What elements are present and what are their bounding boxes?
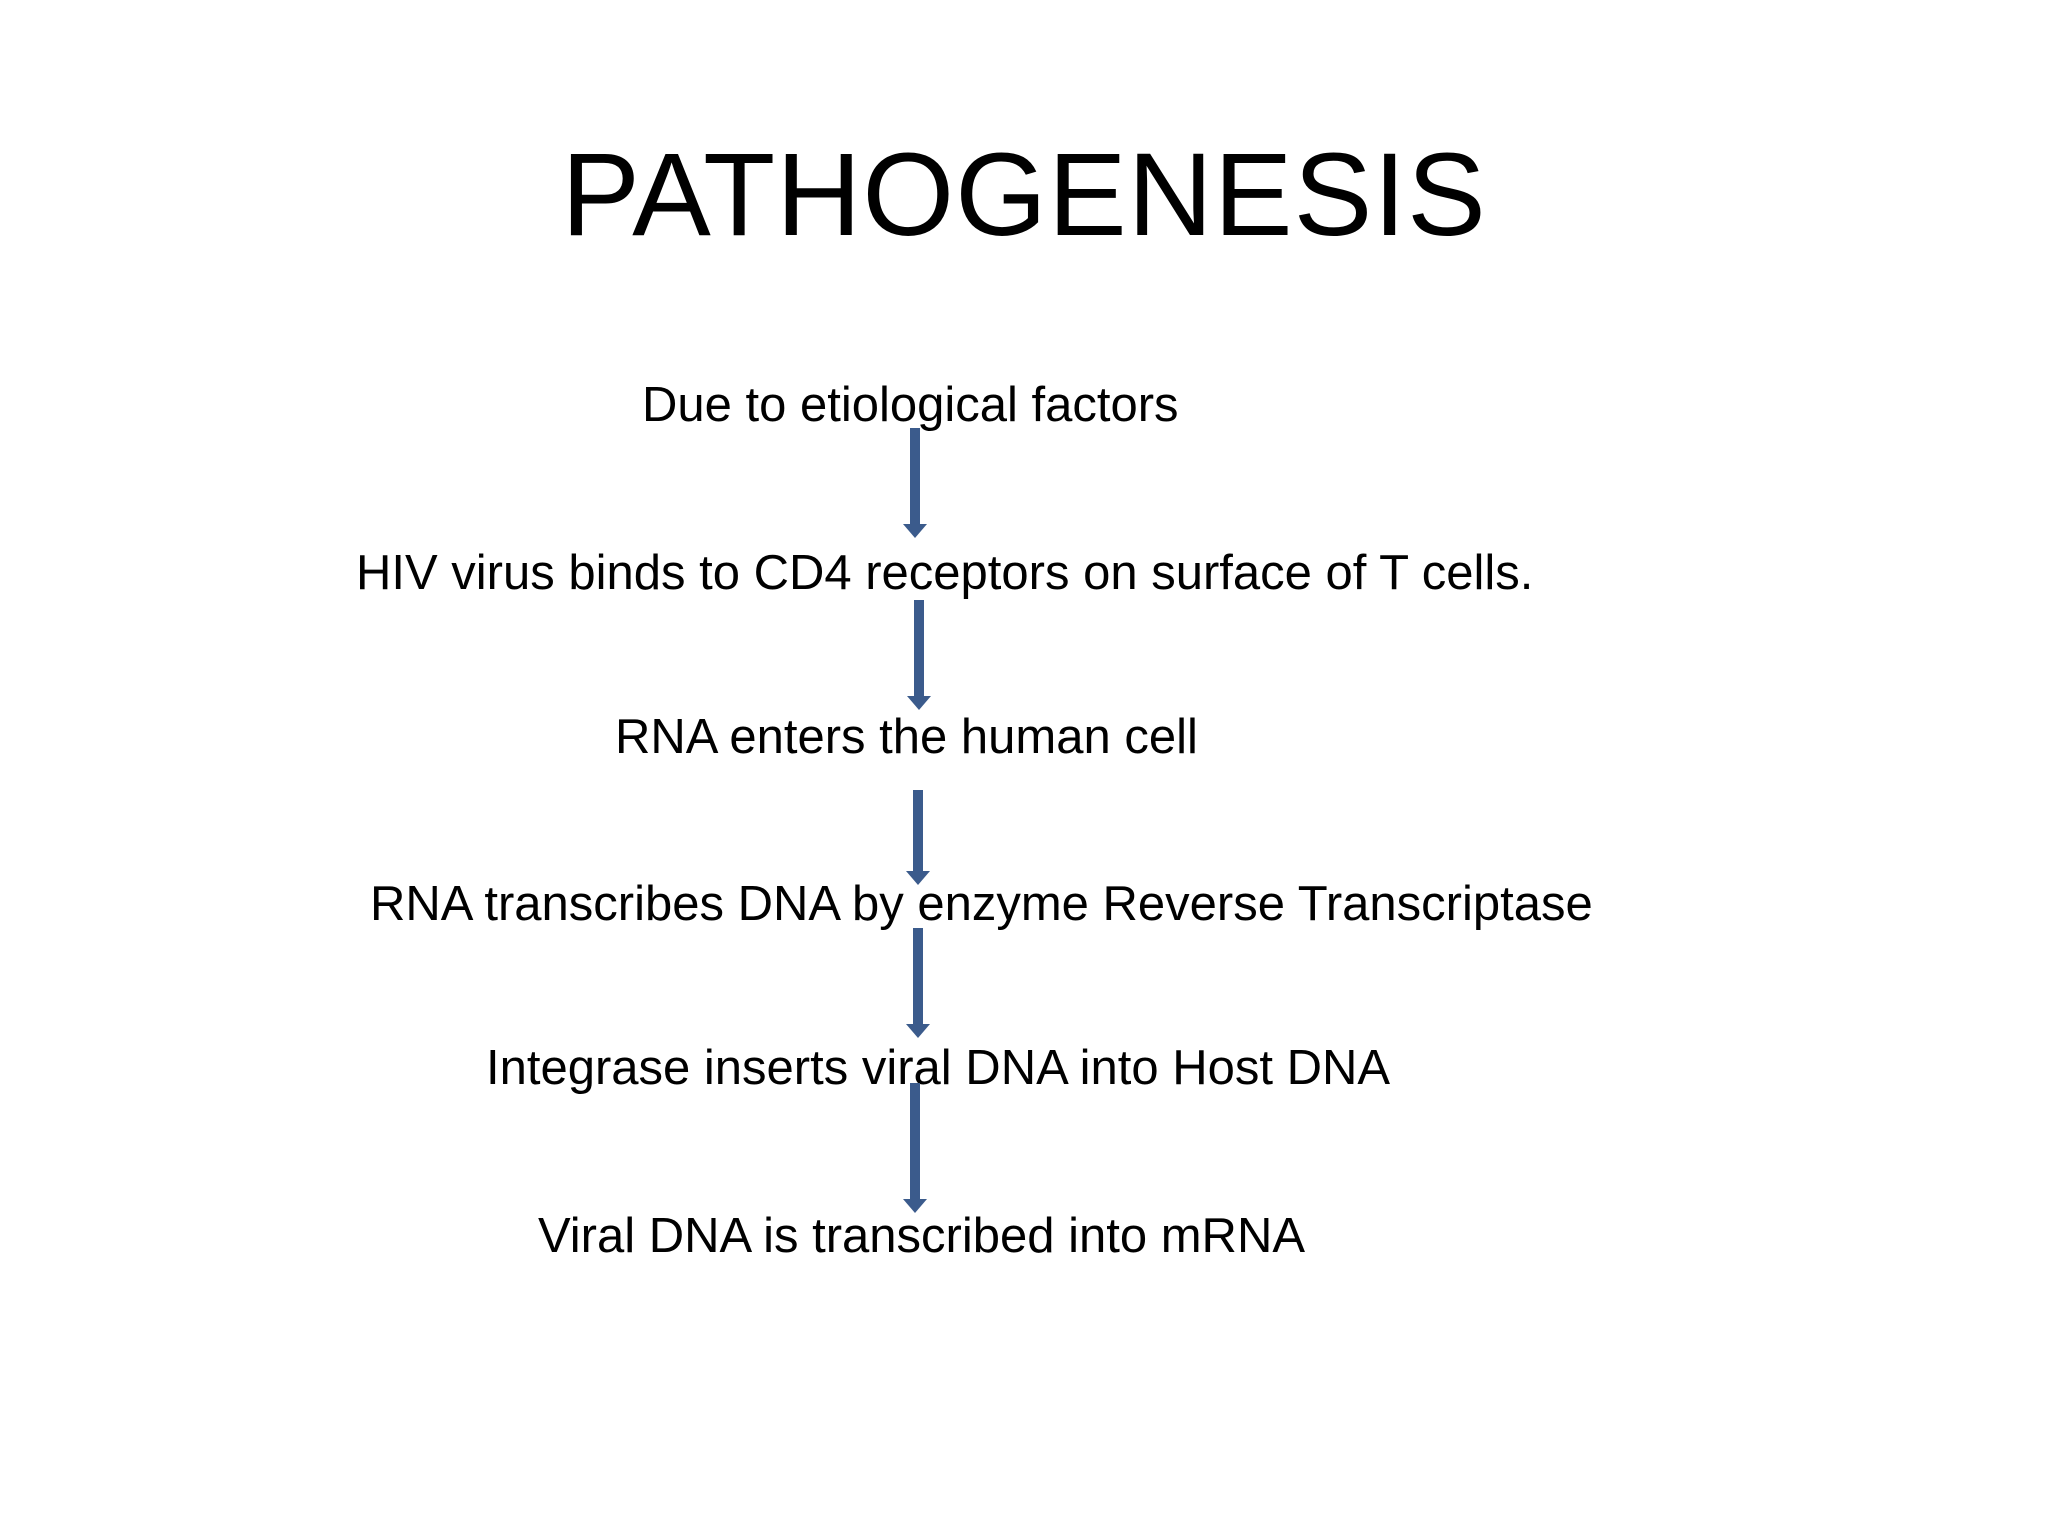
down-arrow-icon: [906, 790, 930, 885]
flow-step-6: Viral DNA is transcribed into mRNA: [538, 1209, 1306, 1263]
flow-step-1: Due to etiological factors: [642, 378, 1179, 432]
down-arrow-icon: [907, 600, 931, 710]
down-arrow-icon: [903, 1083, 927, 1213]
down-arrow-icon: [906, 928, 930, 1038]
flow-step-4: RNA transcribes DNA by enzyme Reverse Tr…: [370, 877, 1593, 931]
slide-title: PATHOGENESIS: [561, 129, 1487, 261]
flow-step-2: HIV virus binds to CD4 receptors on surf…: [356, 546, 1534, 600]
down-arrow-icon: [903, 428, 927, 538]
flow-step-5: Integrase inserts viral DNA into Host DN…: [486, 1041, 1391, 1095]
flow-step-3: RNA enters the human cell: [615, 710, 1198, 764]
